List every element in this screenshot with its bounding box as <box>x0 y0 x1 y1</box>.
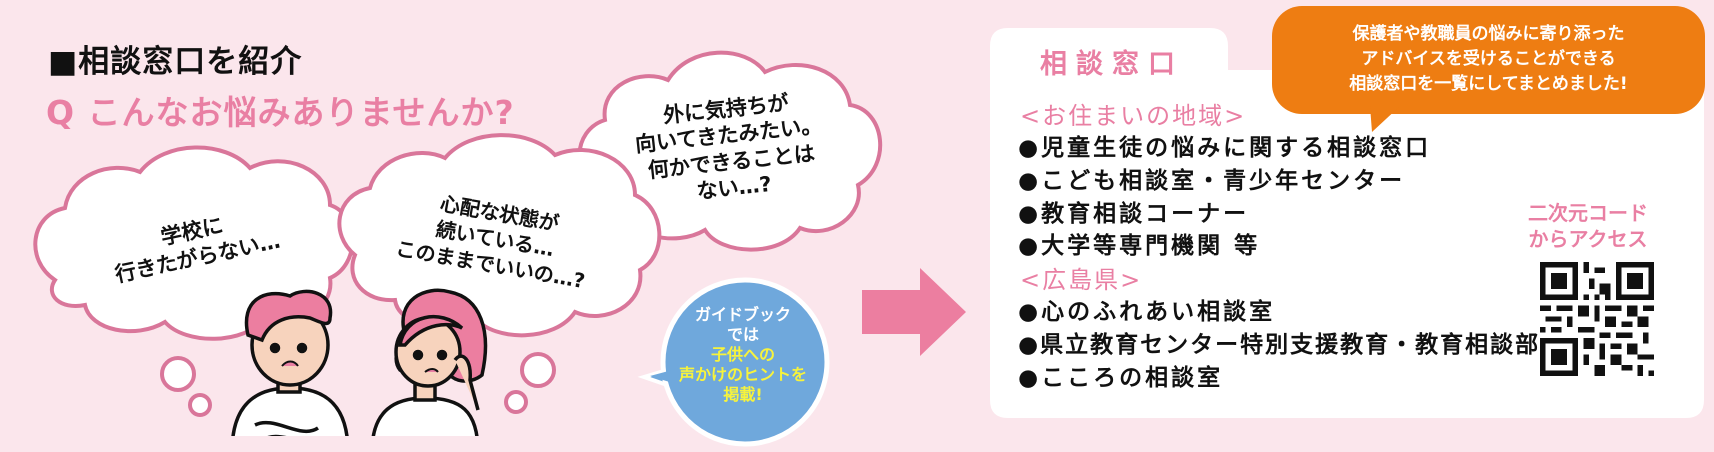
list-item: ●こども相談室・青少年センター <box>1018 168 1406 194</box>
thought-dot-2a <box>520 352 556 388</box>
panel-background <box>990 28 1704 418</box>
info-callout: 保護者や教職員の悩みに寄り添った アドバイスを受けることができる 相談窓口を一覧… <box>1272 6 1705 114</box>
list-item: ●児童生徒の悩みに関する相談窓口 <box>1018 135 1432 161</box>
list-item: ●大学等専門機関 等 <box>1018 233 1261 259</box>
girl-illustration <box>370 288 488 452</box>
guidebook-speech-bubble <box>637 277 830 447</box>
callout-text: 保護者や教職員の悩みに寄り添った アドバイスを受けることができる 相談窓口を一覧… <box>1349 24 1628 94</box>
list-item: ●心のふれあい相談室 <box>1018 299 1276 325</box>
thought-cloud-3 <box>577 50 883 252</box>
thought-dot-2b <box>504 390 528 414</box>
thought-dot-1b <box>188 393 212 417</box>
qr-label: 二次元コード からアクセス <box>1528 201 1648 251</box>
list-item: ●こころの相談室 <box>1018 365 1224 391</box>
section-label-local: <お住まいの地域> <box>1020 102 1247 130</box>
consultation-panel: 相談窓口 <お住まいの地域> ●児童生徒の悩みに関する相談窓口 ●こども相談室・… <box>990 28 1704 418</box>
list-item: ●県立教育センター特別支援教育・教育相談部 <box>1018 332 1541 358</box>
section-label-prefecture: <広島県> <box>1020 266 1143 294</box>
guidebook-bubble-text: ガイドブック では 子供への 声かけのヒントを 掲載! <box>678 305 807 404</box>
panel-title: 相談窓口 <box>1040 49 1184 80</box>
thought-clouds-illustration <box>33 50 883 452</box>
qr-code-icon[interactable] <box>1540 262 1654 376</box>
thought-dot-1a <box>160 356 196 392</box>
page-title: ■相談窓口を紹介 <box>48 44 303 80</box>
callout-tail <box>1370 106 1400 132</box>
question-heading: Q こんなお悩みありませんか? <box>46 93 515 132</box>
right-arrow-icon <box>862 268 966 356</box>
boy-illustration <box>230 289 350 452</box>
list-item: ●教育相談コーナー <box>1018 201 1250 227</box>
